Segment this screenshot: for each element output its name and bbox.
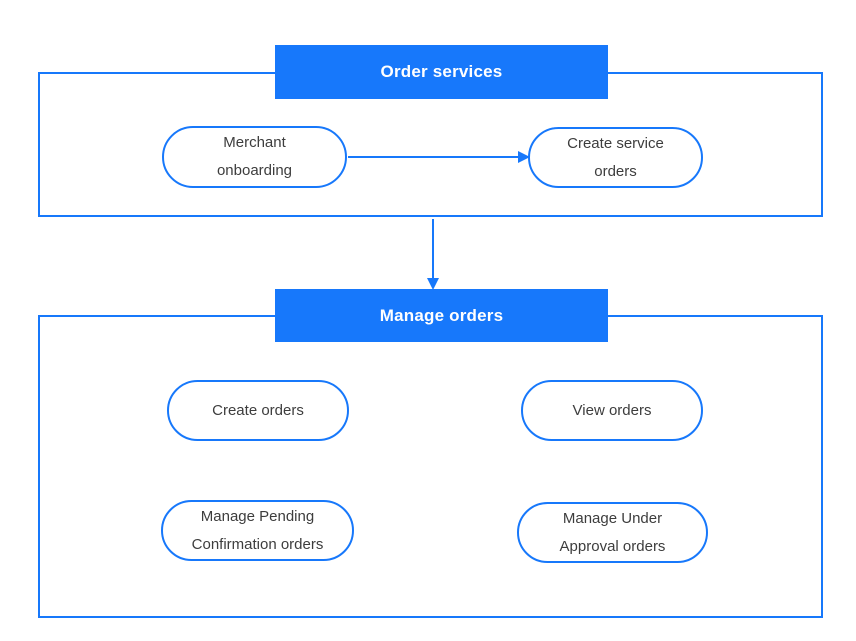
node-create-orders: Create orders	[167, 380, 349, 441]
node-manage-under-approval-orders-label: Manage Under Approval orders	[559, 509, 666, 555]
order-services-header-label: Order services	[380, 62, 503, 81]
node-create-orders-label: Create orders	[212, 401, 304, 419]
node-view-orders-label: View orders	[572, 401, 652, 419]
node-view-orders: View orders	[521, 380, 703, 441]
node-create-service-orders: Create service orders	[528, 127, 703, 188]
arrow-order-services-to-manage-orders	[427, 219, 439, 290]
node-manage-pending-confirmation-orders-label: Manage Pending Confirmation orders	[191, 507, 324, 553]
manage-orders-header: Manage orders	[275, 289, 608, 342]
node-merchant-onboarding: Merchant onboarding	[162, 126, 347, 188]
order-services-header: Order services	[275, 45, 608, 99]
node-merchant-onboarding-label: Merchant onboarding	[216, 134, 293, 179]
node-create-service-orders-label: Create service orders	[567, 134, 664, 180]
node-manage-under-approval-orders: Manage Under Approval orders	[517, 502, 708, 563]
manage-orders-group-box	[38, 315, 823, 618]
manage-orders-header-label: Manage orders	[379, 305, 504, 325]
node-manage-pending-confirmation-orders: Manage Pending Confirmation orders	[161, 500, 354, 561]
